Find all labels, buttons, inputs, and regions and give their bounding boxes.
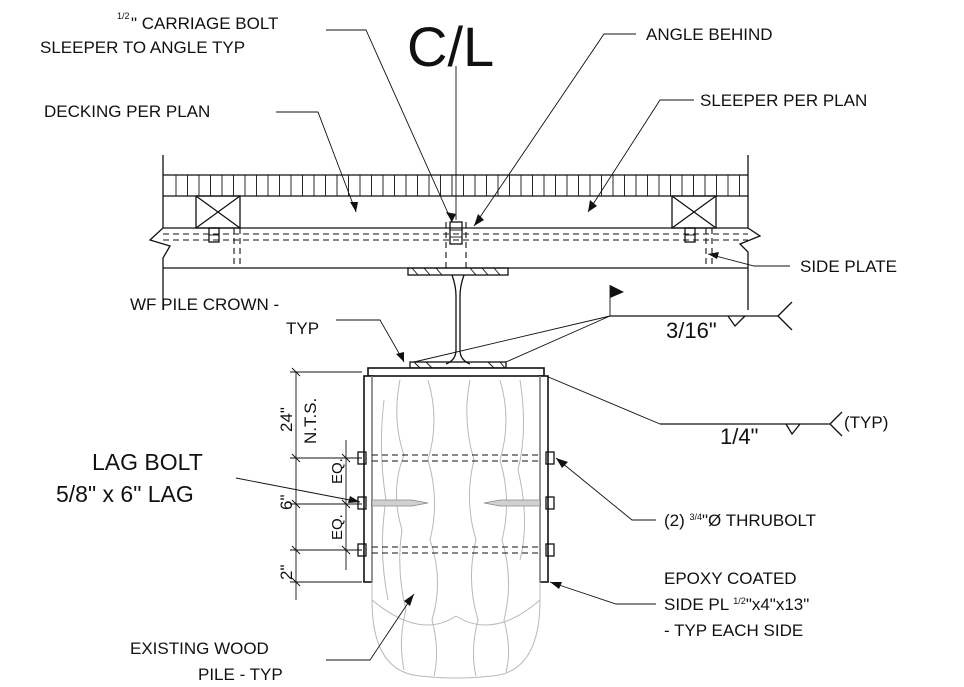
lag-bolt-label: LAG BOLT [92, 449, 203, 475]
dimension-text: 24" N.T.S. EQ. EQ. 6" 2" [277, 398, 346, 580]
cap-plate [367, 367, 545, 377]
lag-bolt-left [357, 496, 429, 510]
dimension-lines [290, 367, 362, 600]
carriage-bolt-label-2: SLEEPER TO ANGLE TYP [40, 38, 245, 57]
sleeper [163, 227, 748, 269]
carriage-bolt-label: " CARRIAGE BOLT [131, 14, 278, 33]
dim-2: 2" [277, 565, 296, 581]
sleeper-label: SLEEPER PER PLAN [700, 91, 867, 110]
deck-bolt-right [684, 227, 713, 268]
dim-eq-1: EQ. [329, 458, 346, 484]
weld-size-14: 1/4" [720, 424, 758, 449]
centerline-label: C/L [407, 15, 494, 78]
epoxy-label-3: - TYP EACH SIDE [664, 621, 803, 640]
dim-eq-2: EQ. [329, 514, 346, 540]
thrubolt-label: (2) 3/4"Ø THRUBOLT [664, 511, 816, 530]
sleeper-block-left [195, 195, 241, 229]
carriage-bolt-fraction: 1/2 [117, 11, 130, 21]
break-line-left [148, 155, 171, 310]
decking [163, 174, 748, 197]
weld-typ-label: (TYP) [844, 413, 888, 432]
wf-crown-label: WF PILE CROWN - [130, 295, 279, 314]
carriage-bolt-center [445, 221, 467, 268]
thrubolt-upper [357, 451, 555, 465]
dim-6: 6" [277, 495, 296, 511]
decking-label: DECKING PER PLAN [44, 102, 210, 121]
side-plate-label: SIDE PLATE [800, 257, 897, 276]
epoxy-label-2: SIDE PL 1/2"x4"x13" [664, 595, 809, 614]
weld-symbol-316 [413, 285, 793, 363]
existing-pile-label-2: PILE - TYP [198, 665, 283, 684]
weld-symbol-14 [545, 375, 843, 437]
dim-nts: N.T.S. [301, 398, 320, 444]
existing-wood-pile [371, 376, 541, 679]
side-plate-right [539, 375, 549, 583]
wf-crown-label-2: TYP [286, 319, 319, 338]
weld-size-316: 3/16" [666, 318, 717, 343]
leaders [235, 29, 790, 661]
sleeper-block-right [671, 195, 717, 229]
epoxy-label-1: EPOXY COATED [664, 569, 797, 588]
lag-bolt-size: 5/8" x 6" LAG [56, 481, 194, 507]
thrubolt-lower [357, 543, 555, 557]
break-line-right [738, 155, 762, 310]
existing-pile-label: EXISTING WOOD [130, 639, 269, 658]
side-plate-left [363, 375, 373, 583]
lag-bolt-right [483, 496, 555, 510]
angle-behind-label: ANGLE BEHIND [646, 25, 773, 44]
dim-24: 24" [277, 407, 296, 432]
wf-pile-crown [407, 267, 509, 369]
deck-bolt-left [208, 227, 241, 268]
